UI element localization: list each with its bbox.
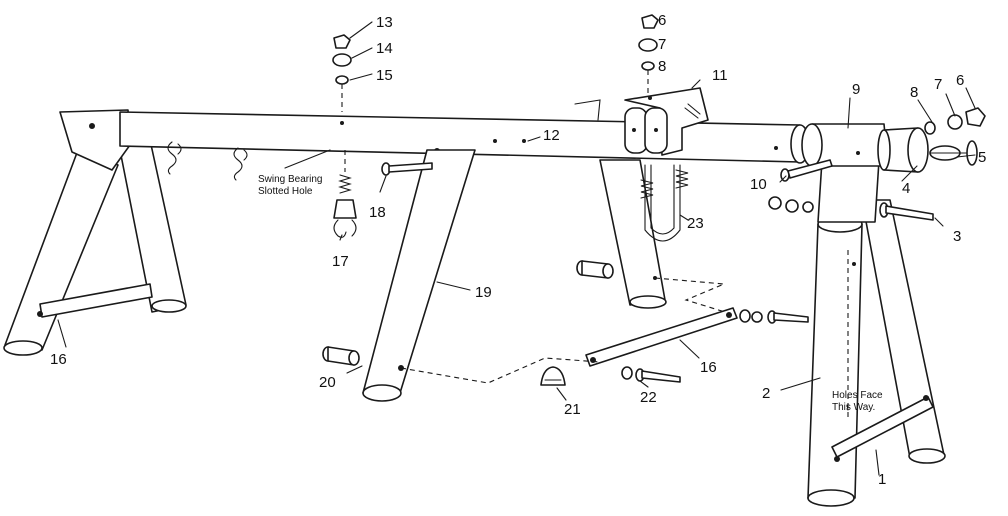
label-6-right: 6	[956, 72, 964, 89]
label-4: 4	[902, 180, 910, 197]
leader-lines	[57, 21, 976, 476]
brace-16-right	[585, 307, 809, 367]
label-23: 23	[687, 215, 704, 232]
bolt-22	[621, 366, 681, 383]
note-swing-bearing: Swing Bearing	[258, 174, 322, 185]
hanger-17	[333, 150, 357, 238]
label-18: 18	[369, 204, 386, 221]
label-13: 13	[376, 14, 393, 31]
label-11: 11	[712, 67, 728, 84]
notes: Swing Bearing Slotted Hole Holes Face Th…	[258, 174, 883, 413]
assembly-lines	[341, 70, 849, 420]
brace-1	[831, 396, 934, 458]
label-8-top: 8	[658, 58, 666, 75]
part-labels: 13 14 15 6 7 8 11 9 8 7 6 5 4 3 10 12 18…	[50, 12, 986, 488]
label-16-right: 16	[700, 359, 717, 376]
label-10: 10	[750, 176, 767, 193]
label-5: 5	[978, 149, 986, 166]
note-slotted-hole: Slotted Hole	[258, 186, 313, 197]
label-2: 2	[762, 385, 770, 402]
right-a-frame	[801, 123, 946, 507]
label-1: 1	[878, 471, 886, 488]
spacer-20	[322, 346, 360, 366]
label-15: 15	[376, 67, 393, 84]
note-holes-face: Holes Face	[832, 390, 883, 401]
center-leg-rear	[599, 159, 667, 309]
label-20: 20	[319, 374, 336, 391]
swing-hangers	[167, 141, 248, 181]
hardware-stack-top-left	[332, 34, 352, 85]
hardware-stack-right	[924, 107, 986, 135]
eye-bolt-5	[929, 140, 978, 166]
label-16-left: 16	[50, 351, 67, 368]
left-a-frame	[3, 109, 187, 356]
spacer-rear	[576, 260, 614, 279]
note-this-way: This Way.	[832, 402, 875, 413]
label-9: 9	[852, 81, 860, 98]
label-7-top: 7	[658, 36, 666, 53]
label-7-right: 7	[934, 76, 942, 93]
label-22: 22	[640, 389, 657, 406]
label-6-top: 6	[658, 12, 666, 29]
label-17: 17	[332, 253, 349, 270]
cap-21	[540, 366, 566, 386]
bolt-10	[780, 159, 833, 182]
label-14: 14	[376, 40, 393, 57]
label-19: 19	[475, 284, 492, 301]
center-leg-19	[362, 149, 476, 402]
bracket-11	[624, 87, 709, 156]
label-12: 12	[543, 127, 560, 144]
label-21: 21	[564, 401, 581, 418]
label-3: 3	[953, 228, 961, 245]
u-bolt-23	[640, 164, 689, 242]
end-cap-4	[877, 127, 929, 173]
hardware-stack-top-right	[638, 14, 659, 71]
label-8-right: 8	[910, 84, 918, 101]
bolt-18	[381, 162, 433, 176]
bolt-3	[768, 196, 934, 221]
